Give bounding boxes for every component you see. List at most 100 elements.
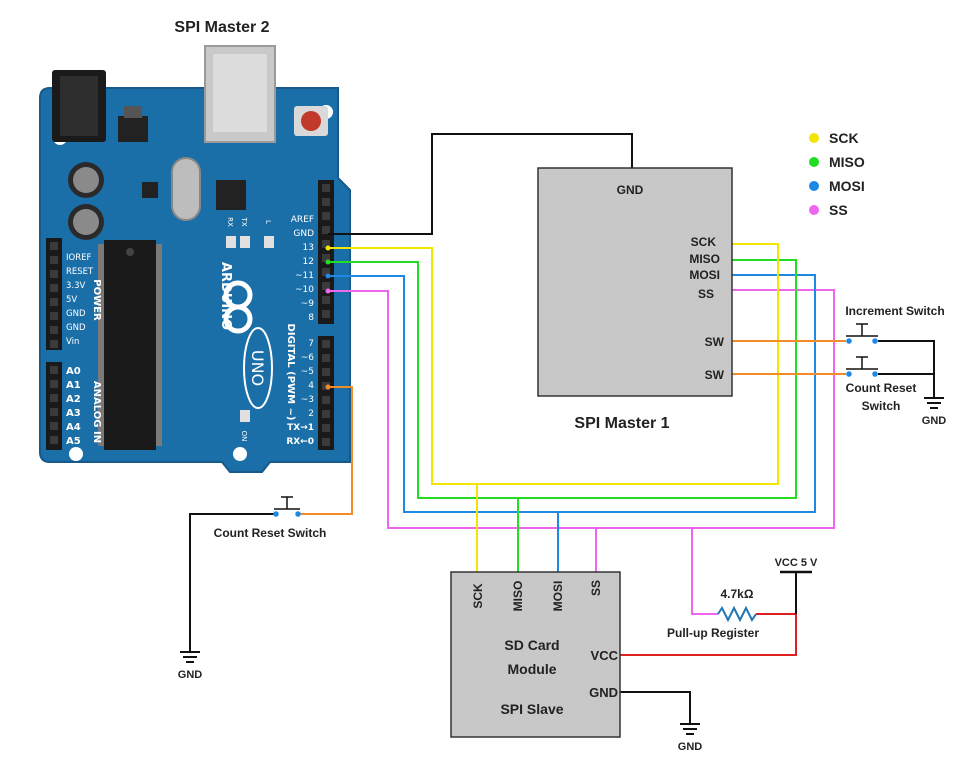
header-pin-socket (322, 340, 330, 348)
pin-label-9: ~9 (301, 299, 315, 309)
master1-ss-label: SS (698, 287, 714, 301)
wire-sd-gnd (620, 691, 691, 724)
atmega-chip (104, 240, 156, 450)
pin-dot-10 (325, 288, 331, 294)
header-pin-socket (322, 226, 330, 234)
pin-label-vin: Vin (66, 337, 79, 347)
pin-label-tx1: TX→1 (287, 423, 314, 433)
spi-master-1: GND SCK MISO MOSI SS SW SW (537, 167, 733, 397)
pin-label-gnd: GND (66, 323, 86, 333)
pin-dot-13 (325, 245, 331, 251)
master1-gnd-label: GND (617, 183, 644, 197)
gnd-label-bottom: GND (678, 741, 703, 753)
digital-section-label: DIGITAL (PWM ~) (285, 324, 296, 421)
pin-label-a4: A4 (66, 422, 81, 433)
wire-right-switches-gnd (878, 340, 935, 398)
sd-card-module: SCK MISO MOSI SS SD Card Module SPI Slav… (450, 571, 621, 738)
pin-label-a3: A3 (66, 408, 81, 419)
pin-label-10: ~10 (295, 285, 314, 295)
pin-label-4: 4 (308, 381, 314, 391)
legend-miso-label: MISO (829, 154, 865, 170)
gnd-label-left: GND (178, 669, 203, 681)
mounting-hole (69, 447, 83, 461)
analog-section-label: ANALOG IN (91, 381, 102, 443)
wire-miso-arduino (328, 259, 797, 499)
uno-model-label: UNO (248, 350, 267, 386)
header-pin-socket (50, 380, 58, 388)
arduino-brand-label: ARDUINO (218, 262, 233, 330)
spi-master-1-title: SPI Master 1 (574, 415, 669, 432)
header-pin-socket (322, 198, 330, 206)
legend-dot-miso (809, 157, 819, 167)
voltage-regulator-tab (124, 106, 142, 118)
analog-pin-labels: A0 A1 A2 A3 A4 A5 (66, 366, 81, 447)
digital-header-bottom (318, 336, 334, 450)
digital-pin-labels: AREF GND 13 12 ~11 ~10 ~9 8 7 ~6 ~5 4 ~3… (286, 215, 314, 447)
sdcard-ss-label: SS (589, 580, 603, 596)
pin-label-5: ~5 (301, 367, 314, 377)
resistor-icon (717, 605, 757, 623)
header-pin-socket (322, 396, 330, 404)
header-pin-socket (322, 282, 330, 290)
header-pin-socket (50, 270, 58, 278)
small-chip (142, 182, 158, 198)
pin-label-aref: AREF (291, 215, 314, 225)
arduino-logo-icon (223, 280, 253, 334)
capacitor-top (73, 167, 99, 193)
pin-label-3: ~3 (301, 395, 314, 405)
sdcard-title-2: Module (508, 661, 557, 677)
spi-master-2-title: SPI Master 2 (174, 19, 269, 36)
capacitor-top (73, 209, 99, 235)
tx-led-label: TX (240, 216, 248, 226)
header-pin-socket (322, 310, 330, 318)
master1-sw2-label: SW (705, 368, 725, 382)
sdcard-mosi-label: MOSI (551, 581, 565, 612)
pin-label-gnd: GND (293, 229, 314, 239)
push-switch-increment (846, 323, 878, 344)
pin-label-6: ~6 (301, 353, 315, 363)
ground-symbol-right (924, 397, 944, 409)
on-led-label: ON (240, 431, 248, 442)
master1-sck-label: SCK (691, 235, 717, 249)
pin-label-ioref: IOREF (66, 253, 91, 263)
legend-ss-label: SS (829, 202, 848, 218)
pin-label-8: 8 (308, 313, 314, 323)
header-pin-socket (50, 366, 58, 374)
header-pin-socket (50, 408, 58, 416)
pin-label-a1: A1 (66, 380, 81, 391)
header-pin-socket (322, 438, 330, 446)
chip-notch (126, 248, 134, 256)
resistor-value-label: 4.7kΩ (721, 587, 754, 601)
header-pin-socket (50, 284, 58, 292)
crystal (171, 157, 201, 221)
pin-label-7: 7 (308, 339, 314, 349)
l-led-label: L (264, 220, 272, 224)
ground-symbol-left (180, 651, 200, 663)
header-pin-socket (50, 422, 58, 430)
led-l (264, 236, 274, 248)
header-pin-socket (322, 254, 330, 262)
pin-label-a0: A0 (66, 366, 81, 377)
power-section-label: POWER (91, 279, 102, 321)
wire-ss-arduino (328, 289, 835, 529)
sdcard-title-1: SD Card (504, 637, 559, 653)
uno-badge (243, 327, 273, 409)
header-pin-socket (322, 410, 330, 418)
count-reset-right-label-1: Count Reset (846, 381, 917, 395)
sdcard-miso-label: MISO (511, 581, 525, 612)
increment-switch-label: Increment Switch (845, 304, 944, 318)
master1-body (537, 167, 733, 397)
led-tx (240, 236, 250, 248)
chip-socket-left (98, 244, 104, 446)
mounting-hole (233, 447, 247, 461)
chip-socket-right (156, 244, 162, 446)
pin-label-reset: RESET (66, 267, 94, 277)
rx-led-label: RX (226, 217, 234, 227)
header-pin-socket (322, 296, 330, 304)
header-pin-socket (50, 326, 58, 334)
header-pin-socket (322, 354, 330, 362)
push-switch-left (273, 496, 301, 517)
ground-symbol-bottom (680, 723, 700, 735)
sdcard-body (450, 571, 621, 738)
